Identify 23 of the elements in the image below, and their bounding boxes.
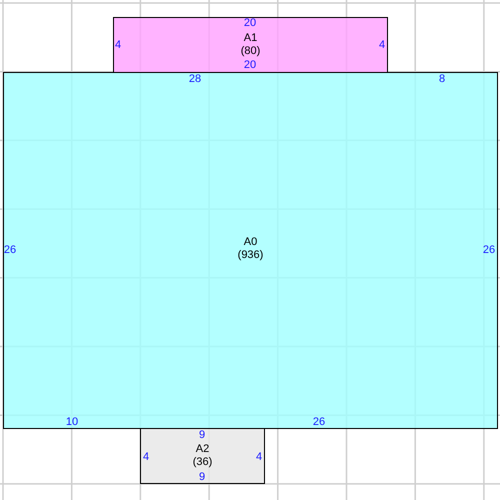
room-area <box>3 72 498 429</box>
room-area <box>140 428 265 484</box>
dimension-label: 4 <box>142 451 150 463</box>
area-value: (80) <box>240 45 260 58</box>
dimension-label: 9 <box>198 471 206 483</box>
area-name: A0 <box>244 236 258 249</box>
dimension-label: 26 <box>4 244 16 256</box>
dimension-label: 20 <box>244 59 256 71</box>
dimension-label: 20 <box>244 17 256 29</box>
dimension-label: 26 <box>312 416 326 428</box>
room-area <box>113 17 388 73</box>
dimension-label: 4 <box>378 39 386 51</box>
dimension-label: 26 <box>482 244 496 256</box>
area-value: (936) <box>238 249 264 262</box>
dimension-label: 4 <box>256 451 262 463</box>
area-value: (36) <box>192 456 212 469</box>
dimension-label: 9 <box>198 429 206 441</box>
area-name: A2 <box>196 443 210 456</box>
dimension-label: 10 <box>66 416 78 428</box>
dimension-label: 28 <box>188 73 202 85</box>
dimension-label: 8 <box>438 73 446 85</box>
area-name: A1 <box>244 32 258 45</box>
dimension-label: 4 <box>114 39 122 51</box>
